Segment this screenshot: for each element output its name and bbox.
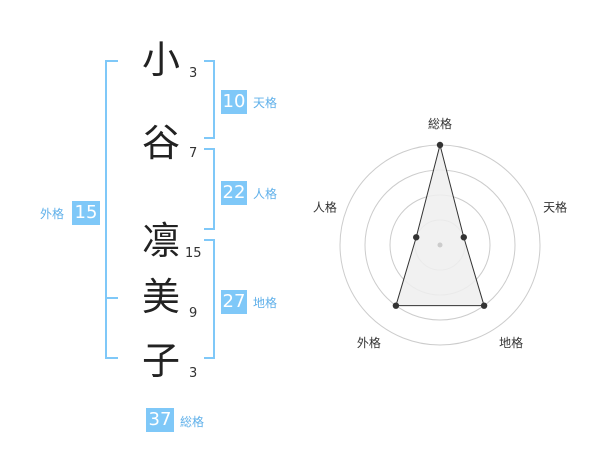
radar-point-1 <box>436 141 444 149</box>
jinkaku-label: 人格 <box>253 187 278 201</box>
jinkaku-value: 22 <box>221 181 247 205</box>
tenkaku-value: 10 <box>221 90 247 114</box>
name-char-5: 子 <box>142 339 181 383</box>
radar-axis-label: 人格 <box>313 200 337 215</box>
radar-center <box>437 242 443 248</box>
name-char-2: 谷 <box>142 121 181 165</box>
soukaku-label: 総格 <box>180 415 205 429</box>
chikaku-value: 27 <box>221 290 247 314</box>
name-char-3: 凛 <box>142 219 181 263</box>
tenkaku-label: 天格 <box>253 96 278 110</box>
stroke-count-5: 3 <box>189 366 198 381</box>
radar-point-4 <box>392 302 400 309</box>
radar-point-3 <box>480 302 488 309</box>
chikaku-label: 地格 <box>253 296 278 310</box>
stroke-count-1: 3 <box>189 66 198 81</box>
radar-axis-label: 地格 <box>499 335 523 350</box>
radar-point-2 <box>460 234 467 241</box>
gaikaku-value: 15 <box>72 201 100 225</box>
radar-polygon <box>395 144 485 307</box>
radar-axis-label: 天格 <box>543 200 567 215</box>
stroke-count-4: 9 <box>189 306 198 321</box>
name-char-1: 小 <box>142 38 181 82</box>
name-char-4: 美 <box>142 275 181 319</box>
stroke-count-3: 15 <box>185 246 202 261</box>
soukaku-value: 37 <box>146 408 174 432</box>
stroke-count-2: 7 <box>189 146 198 161</box>
radar-axis-label: 外格 <box>357 335 381 350</box>
radar-axis-label: 総格 <box>428 116 452 131</box>
radar-point-5 <box>413 234 420 241</box>
gaikaku-label: 外格 <box>40 207 65 221</box>
